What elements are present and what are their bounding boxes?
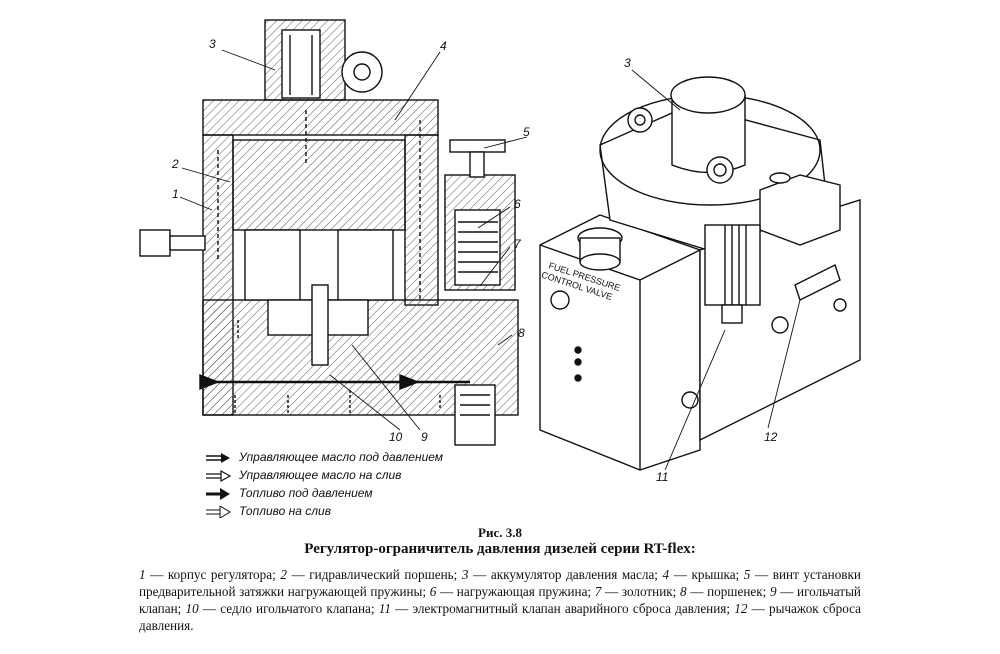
callout-12: 12 <box>764 430 778 444</box>
callout-1: 1 <box>172 187 179 201</box>
callout-2: 2 <box>172 157 179 171</box>
drawing: FUEL PRESSURE CONTROL VALVE <box>139 19 861 471</box>
flow-legend: Управляющее масло под давлением Управляю… <box>205 449 505 521</box>
callout-leaders-right <box>631 69 801 471</box>
callout-9: 9 <box>421 430 428 444</box>
figure-title: Регулятор-ограничитель давления дизелей … <box>304 541 696 557</box>
fuel-drain-arrow-icon <box>206 506 231 518</box>
isometric-device-view <box>539 76 861 471</box>
oil-pressure-arrow-icon <box>206 453 230 463</box>
figure-caption: 1 — корпус регулятора; 2 — гидравлически… <box>139 567 861 633</box>
callout-11: 11 <box>656 470 669 484</box>
callout-10: 10 <box>389 430 403 444</box>
callout-7: 7 <box>514 237 521 251</box>
callout-4: 4 <box>440 39 447 53</box>
technical-figure: FUEL PRESSURE CONTROL VALVE <box>139 19 861 471</box>
legend-item: Топливо под давлением <box>205 485 505 503</box>
callout-3-right: 3 <box>624 56 631 70</box>
oil-drain-arrow-icon <box>206 470 231 482</box>
figure-number: Рис. 3.8 <box>478 525 522 540</box>
callout-leaders-left <box>179 49 528 431</box>
fuel-pressure-arrow-icon <box>206 488 230 500</box>
callout-6: 6 <box>514 197 521 211</box>
callout-3-left: 3 <box>209 37 216 51</box>
legend-item: Управляющее масло на слив <box>205 467 505 485</box>
cross-section-drawing <box>139 19 519 446</box>
callout-5: 5 <box>523 125 530 139</box>
callout-8: 8 <box>518 326 525 340</box>
legend-item: Топливо на слив <box>205 503 505 521</box>
legend-item: Управляющее масло под давлением <box>205 449 505 467</box>
